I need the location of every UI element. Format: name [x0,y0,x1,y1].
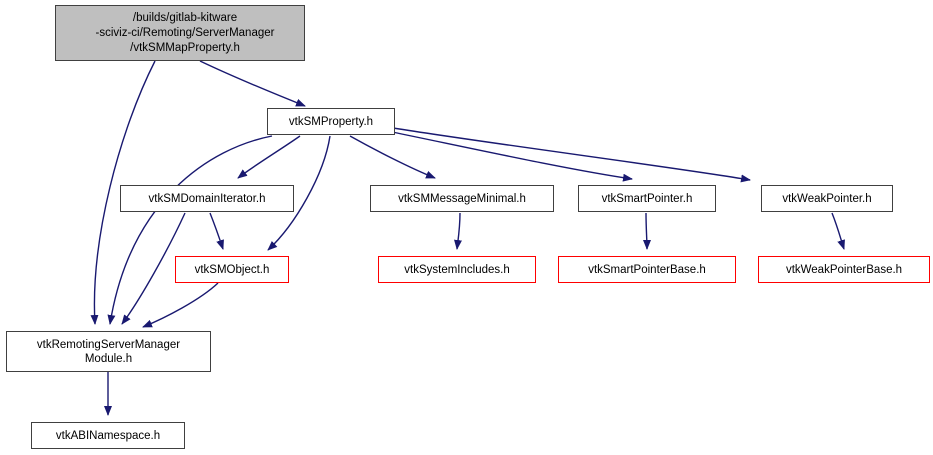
edge-smproperty-to-module [107,135,273,325]
node-systemincludes[interactable]: vtkSystemIncludes.h [378,256,536,283]
node-weakpointer[interactable]: vtkWeakPointer.h [761,185,893,212]
node-weakpointerbase[interactable]: vtkWeakPointerBase.h [758,256,930,283]
edge-root-to-smproperty [199,60,306,107]
node-root[interactable]: /builds/gitlab-kitware -sciviz-ci/Remoti… [55,5,305,61]
edge-smproperty-to-smartpointer [391,131,633,182]
node-abinamespace[interactable]: vtkABINamespace.h [31,422,185,449]
node-smartpointer[interactable]: vtkSmartPointer.h [578,185,716,212]
node-label-weakpointerbase: vtkWeakPointerBase.h [785,263,903,276]
edge-weakpointer-to-weakpointerbase [831,212,845,250]
node-label-smartpointerbase: vtkSmartPointerBase.h [588,263,706,276]
node-label-weakpointer: vtkWeakPointer.h [782,192,872,205]
edge-smproperty-to-weakpointer [392,127,751,183]
edge-smobject-to-module [142,282,219,328]
node-smobject[interactable]: vtkSMObject.h [175,256,289,283]
node-label-messageminimal: vtkSMMessageMinimal.h [398,192,526,205]
edge-domainiterator-to-smobject [209,212,224,250]
node-label-abinamespace: vtkABINamespace.h [55,429,161,442]
node-label-smartpointer: vtkSmartPointer.h [601,192,693,205]
edge-smproperty-to-messageminimal [349,135,436,179]
edge-smproperty-to-domainiterator [237,135,301,179]
node-label-systemincludes: vtkSystemIncludes.h [404,263,510,276]
node-label-module: vtkRemotingServerManager Module.h [36,338,181,365]
node-label-smobject: vtkSMObject.h [194,263,270,276]
node-smartpointerbase[interactable]: vtkSmartPointerBase.h [558,256,736,283]
edge-domainiterator-to-module [121,212,186,325]
edge-messageminimal-to-systemincludes [454,212,462,250]
node-label-smproperty: vtkSMProperty.h [288,115,374,128]
edge-smartpointer-to-smartpointerbase [642,212,651,250]
edge-root-to-module [90,60,156,325]
node-domainiterator[interactable]: vtkSMDomainIterator.h [120,185,294,212]
node-module[interactable]: vtkRemotingServerManager Module.h [6,331,211,372]
node-label-domainiterator: vtkSMDomainIterator.h [148,192,266,205]
node-messageminimal[interactable]: vtkSMMessageMinimal.h [370,185,554,212]
node-label-root: /builds/gitlab-kitware -sciviz-ci/Remoti… [95,11,275,54]
edge-smproperty-to-smobject [267,135,331,251]
edges-group [90,60,845,416]
node-smproperty[interactable]: vtkSMProperty.h [267,108,395,135]
